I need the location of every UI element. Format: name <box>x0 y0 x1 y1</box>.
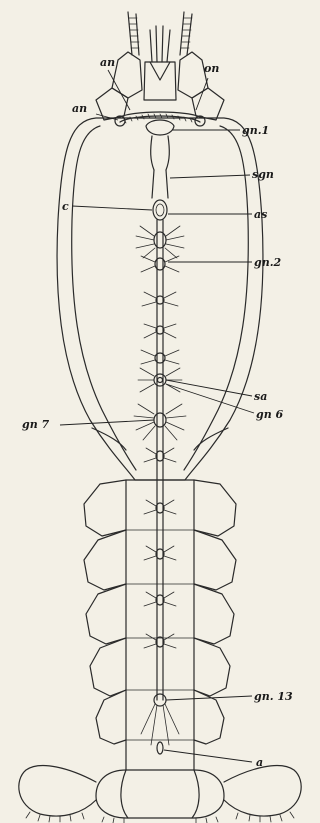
label-sa: sa <box>254 390 267 403</box>
label-gn7: gn 7 <box>22 418 50 431</box>
brain-commissure <box>115 112 205 135</box>
oesophageal-connectives <box>151 136 170 220</box>
thoracic-ganglia <box>134 226 186 440</box>
label-an-upper: an <box>100 56 115 69</box>
label-gn2: gn.2 <box>254 256 282 269</box>
tail-fan <box>19 766 301 823</box>
carapace <box>57 118 263 480</box>
antennae <box>128 12 192 62</box>
abdominal-ganglia <box>141 448 179 754</box>
label-as: as <box>254 208 267 221</box>
label-gn13: gn. 13 <box>254 690 293 703</box>
label-a: a <box>256 756 263 769</box>
abdomen-segments <box>84 480 236 770</box>
label-c: c <box>62 200 69 213</box>
label-gn6: gn 6 <box>256 408 284 421</box>
label-gn1: gn.1 <box>242 124 269 137</box>
label-an: an <box>72 102 87 115</box>
label-sgn: sgn <box>252 168 274 181</box>
label-on: on <box>204 62 219 75</box>
